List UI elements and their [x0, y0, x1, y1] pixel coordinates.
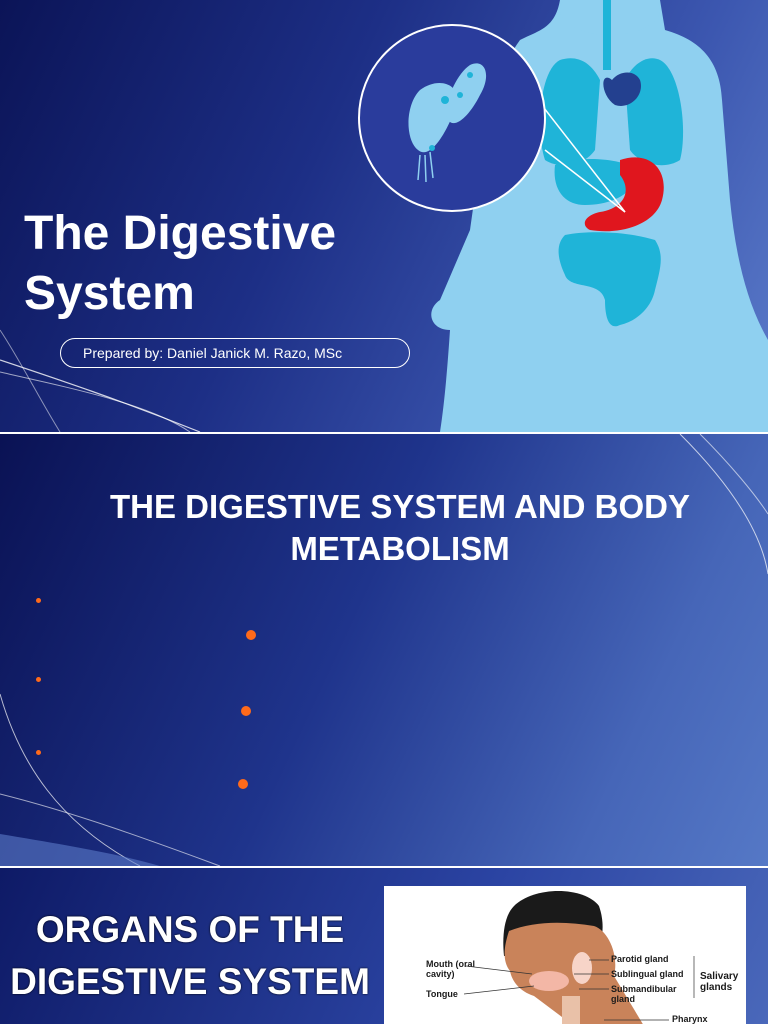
label-parotid: Parotid gland — [611, 954, 669, 964]
slide3-title-line1: ORGANS OF THE — [35, 909, 345, 950]
slide2-decoration — [0, 434, 768, 866]
section-slide: THE DIGESTIVE SYSTEM AND BODY METABOLISM — [0, 434, 768, 866]
label-salivary-glands: glands — [700, 982, 733, 993]
label-submandibular-gland: gland — [611, 994, 635, 1004]
zoom-circle-illustration — [358, 24, 626, 213]
bullet-dot — [246, 630, 256, 640]
slide2-title-line1: THE DIGESTIVE SYSTEM AND BODY — [109, 488, 690, 525]
label-mouth: Mouth (oral — [426, 959, 475, 969]
bullet-dot — [36, 750, 41, 755]
anatomy-figure: Mouth (oral cavity) Tongue Parotid gland… — [384, 886, 746, 1024]
bullet-dot — [238, 779, 248, 789]
slide2-title: THE DIGESTIVE SYSTEM AND BODY METABOLISM — [60, 486, 740, 570]
slide1-decoration — [0, 0, 768, 432]
label-submandibular: Submandibular — [611, 984, 677, 994]
label-tongue: Tongue — [426, 989, 458, 999]
slide1-title-line1: The Digestive — [24, 207, 337, 260]
bullet-dot — [36, 677, 41, 682]
label-mouth-cavity: cavity) — [426, 969, 455, 979]
slide-divider — [0, 866, 768, 868]
slide1-title-line2: System — [24, 267, 195, 320]
bullet-dot — [36, 598, 41, 603]
label-sublingual: Sublingual gland — [611, 969, 684, 979]
slide-divider — [0, 432, 768, 434]
leader-lines — [463, 956, 695, 1021]
label-salivary: Salivary — [700, 971, 739, 982]
slide3-title: ORGANS OF THE DIGESTIVE SYSTEM — [0, 904, 380, 1008]
prepared-by-pill: Prepared by: Daniel Janick M. Razo, MSc — [60, 338, 410, 368]
title-slide: The Digestive System Prepared by: Daniel… — [0, 0, 768, 432]
organs-slide: ORGANS OF THE DIGESTIVE SYSTEM Mouth (or… — [0, 868, 768, 1024]
bullet-dot — [241, 706, 251, 716]
slide3-title-line2: DIGESTIVE SYSTEM — [10, 961, 370, 1002]
slide1-title: The Digestive System — [24, 204, 336, 324]
head-profile-illustration — [503, 891, 643, 1024]
label-pharynx: Pharynx — [672, 1014, 708, 1024]
slide2-title-line2: METABOLISM — [290, 530, 510, 567]
